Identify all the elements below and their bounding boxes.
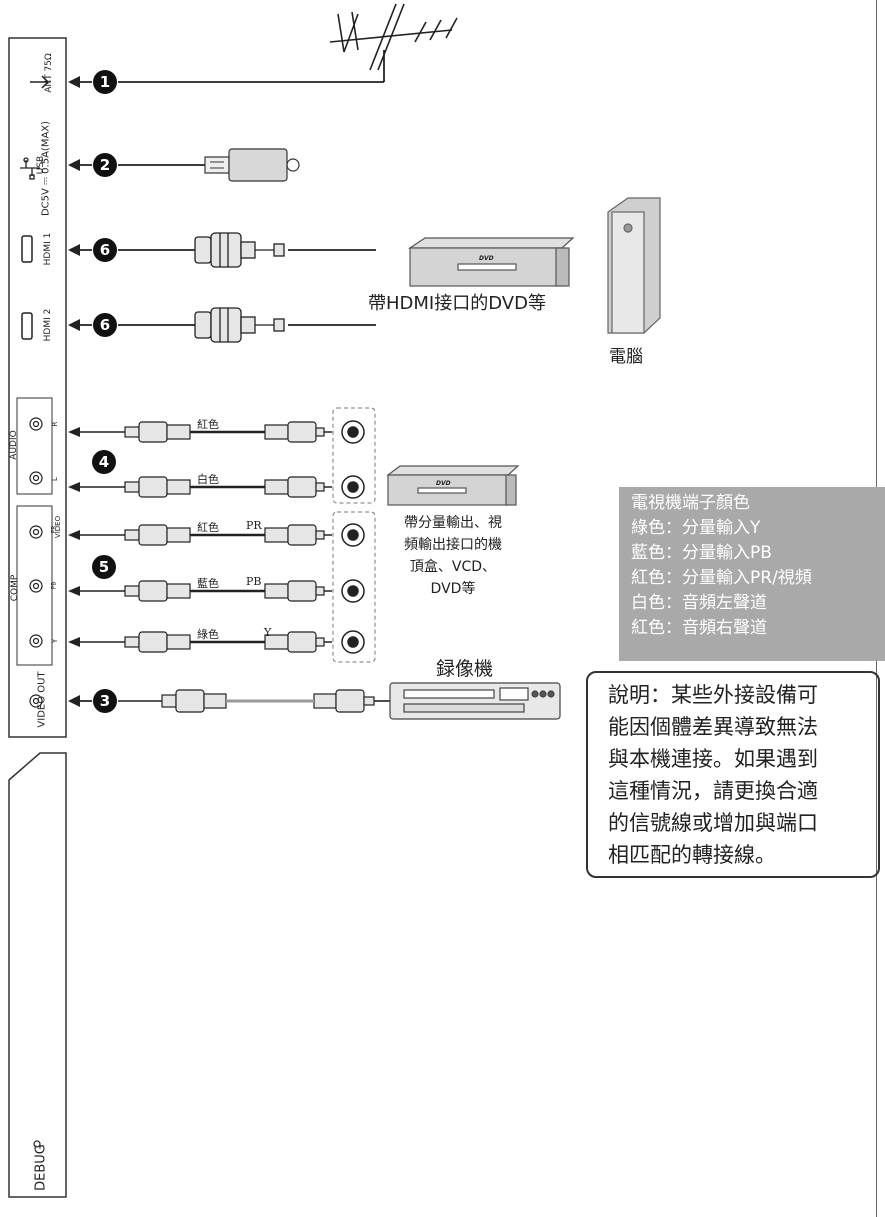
audio-r-label: R: [51, 421, 59, 427]
rca-arrows: [68, 427, 80, 647]
color-legend: 電視機端子顏色 綠色：分量輸入Y 藍色：分量輸入PB 紅色：分量輸入PR/視頻 …: [619, 487, 885, 661]
hdmi-dvd-logo: DVD: [479, 255, 494, 262]
antenna-port-icon: [30, 75, 49, 89]
wire-audio-r-label: 紅色: [197, 418, 219, 431]
legend-row: 紅色：分量輸入PR/視頻: [631, 568, 812, 588]
computer-tower-icon: [607, 197, 661, 334]
arrow-hdmi2: [68, 319, 80, 331]
video-out-cable: [68, 689, 390, 713]
hdmi1-port-icon: [21, 235, 33, 263]
usb-stick-icon: [204, 148, 300, 182]
badge-comp: 5: [92, 555, 116, 579]
wire-pb-label: 藍色: [197, 577, 219, 590]
antenna-cable: [70, 50, 385, 83]
arrow-hdmi1: [68, 244, 80, 256]
pb-port-icon: [29, 579, 43, 593]
note-line: 的信號線或增加與端口: [608, 811, 818, 835]
audio-label: AUDIO: [9, 430, 19, 460]
wire-pr-label: 紅色: [197, 521, 219, 534]
y-label: Y: [51, 638, 59, 644]
usb-spec-label: DC5V ⎓ 0.5A(MAX): [40, 120, 52, 217]
debug-label: DEBUG: [33, 1144, 49, 1191]
hdmi2-label: HDMI 2: [43, 308, 53, 342]
hdmi1-label: HDMI 1: [43, 232, 53, 266]
badge-hdmi1: 6: [93, 238, 117, 262]
audio-jacks-box: [332, 407, 376, 504]
legend-title: 電視機端子顏色: [631, 493, 750, 513]
legend-row: 藍色：分量輸入PB: [631, 543, 772, 563]
device-jacks: [341, 420, 365, 654]
comp-dvd-caption-line: 帶分量輸出、視: [404, 515, 502, 531]
note-line: 相匹配的轉接線。: [608, 843, 776, 867]
note-line: 這種情況，請更換合適: [608, 779, 818, 803]
usb-port-icon: [20, 157, 40, 180]
comp-group-box: [16, 505, 53, 666]
tv-panel-lower: [8, 752, 67, 1198]
note-line: 能因個體差異導致無法: [608, 715, 818, 739]
vcr-caption: 録像機: [436, 658, 494, 680]
video-out-port-icon: [29, 694, 43, 708]
badge-usb: 2: [93, 153, 117, 177]
wire-y-sym: Y: [264, 626, 272, 639]
comp-label: COMP: [10, 574, 20, 602]
wire-y-label: 綠色: [197, 628, 219, 641]
badge-ant: 1: [93, 70, 117, 94]
comp-dvd-caption-line: DVD等: [430, 581, 476, 597]
comp-dvd-caption-line: 頻輸出接口的機: [404, 537, 502, 553]
comp-jacks-box: [332, 511, 376, 663]
tv-panel-upper: [8, 37, 67, 738]
audio-l-label: L: [51, 477, 59, 481]
wire-audio-l-label: 白色: [197, 473, 219, 486]
pr-port-icon: [29, 525, 43, 539]
rca-plugs: [124, 421, 325, 653]
badge-video-out: 3: [93, 689, 117, 713]
audio-r-port-icon: [29, 417, 43, 431]
comp-dvd-caption-line: 頂盒、VCD、: [409, 559, 497, 575]
badge-audio: 4: [92, 450, 116, 474]
debug-port-icon: [33, 1140, 41, 1148]
comp-dvd-caption: 帶分量輸出、視 頻輸出接口的機 頂盒、VCD、 DVD等: [386, 512, 520, 600]
audio-group-box: [16, 397, 53, 495]
legend-row: 綠色：分量輸入Y: [631, 518, 761, 538]
hdmi2-port-icon: [21, 312, 33, 340]
hdmi-dvd-player-icon: [408, 237, 575, 287]
wire-pb-sym: PB: [246, 575, 262, 588]
hdmi1-plug-icon: [194, 232, 285, 268]
hdmi2-plug-icon: [194, 307, 285, 343]
badge-hdmi2: 6: [93, 313, 117, 337]
computer-caption: 電腦: [609, 347, 643, 367]
wire-pr-sym: PR: [246, 519, 262, 532]
video-out-label: VIDEO OUT: [36, 671, 48, 728]
note-line: 與本機連接。如果遇到: [608, 747, 818, 771]
comp-dvd-player-icon: [386, 465, 520, 506]
roof-antenna-icon: [329, 3, 458, 71]
audio-l-port-icon: [29, 471, 43, 485]
comp-dvd-logo: DVD: [436, 480, 451, 487]
pb-label: PB: [50, 581, 58, 590]
pr-label: PR: [50, 525, 58, 534]
note-box: 說明：某些外接設備可 能因個體差異導致無法 與本機連接。如果遇到 這種情況，請更…: [586, 671, 880, 878]
hdmi-dvd-caption: 帶HDMI接口的DVD等: [368, 293, 546, 314]
y-port-icon: [29, 634, 43, 648]
vcr-icon: [389, 682, 561, 720]
legend-row: 紅色：音頻右聲道: [631, 618, 767, 638]
note-line: 說明：某些外接設備可: [608, 683, 818, 707]
arrow-ant: [68, 76, 80, 88]
legend-row: 白色：音頻左聲道: [631, 593, 767, 613]
ant-label: ANT 75Ω: [44, 53, 54, 93]
